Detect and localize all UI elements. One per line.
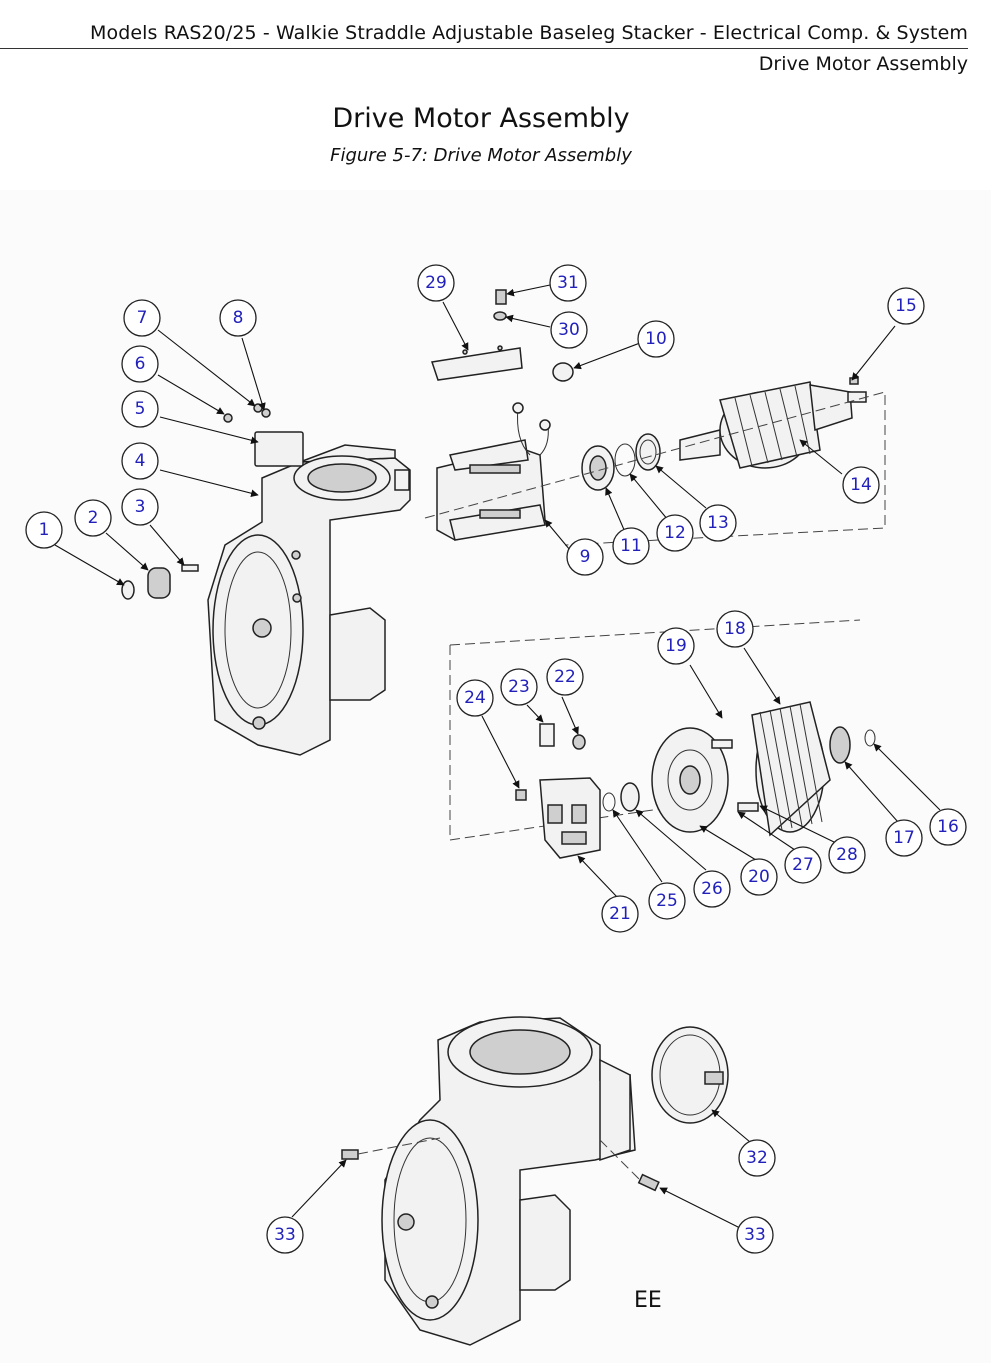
svg-text:5: 5 xyxy=(135,399,146,419)
callout-3: 3 xyxy=(121,488,159,526)
screw-left xyxy=(341,1149,359,1160)
callout-8: 8 xyxy=(219,299,257,337)
svg-text:16: 16 xyxy=(937,817,959,837)
svg-text:32: 32 xyxy=(746,1148,768,1168)
gearbox-housing xyxy=(207,444,411,756)
assembled-drive-unit xyxy=(381,1016,636,1346)
callout-7: 7 xyxy=(123,299,161,337)
header-title: Models RAS20/25 - Walkie Straddle Adjust… xyxy=(90,22,968,44)
figure-caption: Figure 5-7: Drive Motor Assembly xyxy=(330,145,632,166)
svg-text:12: 12 xyxy=(664,523,686,543)
page-title: Drive Motor Assembly xyxy=(332,103,630,134)
assembly-outline-lower xyxy=(449,619,861,841)
svg-text:3: 3 xyxy=(135,497,146,517)
callout-1: 1 xyxy=(25,511,63,549)
svg-text:17: 17 xyxy=(893,828,915,848)
header-divider xyxy=(0,48,968,49)
callout-15: 15 xyxy=(887,287,925,325)
exploded-diagram: 1 2 3 4 5 6 7 8 9 10 11 12 13 14 15 16 1… xyxy=(25,264,967,1346)
svg-text:14: 14 xyxy=(850,475,872,495)
svg-text:11: 11 xyxy=(620,536,642,556)
svg-text:26: 26 xyxy=(701,879,723,899)
svg-text:29: 29 xyxy=(425,273,447,293)
callout-31: 31 xyxy=(549,264,587,302)
callout-21: 21 xyxy=(601,895,639,933)
callout-23: 23 xyxy=(500,668,538,706)
armature xyxy=(679,377,867,469)
callout-16: 16 xyxy=(929,808,967,846)
bearing-rings xyxy=(581,433,661,491)
callout-9: 9 xyxy=(566,538,604,576)
callout-18: 18 xyxy=(716,610,754,648)
callout-28: 28 xyxy=(828,836,866,874)
band-clamp xyxy=(651,1026,729,1124)
header-subtitle: Drive Motor Assembly xyxy=(758,53,968,75)
callout-10: 10 xyxy=(637,320,675,358)
callout-2: 2 xyxy=(74,499,112,537)
callout-17: 17 xyxy=(885,819,923,857)
callout-12: 12 xyxy=(656,514,694,552)
callout-11: 11 xyxy=(612,527,650,565)
svg-text:33: 33 xyxy=(274,1225,296,1245)
callout-29: 29 xyxy=(417,264,455,302)
callout-25: 25 xyxy=(648,882,686,920)
callout-19: 19 xyxy=(657,627,695,665)
svg-text:20: 20 xyxy=(748,867,770,887)
screw-right xyxy=(637,1173,660,1192)
svg-text:1: 1 xyxy=(39,520,50,540)
callout-22: 22 xyxy=(546,658,584,696)
svg-text:33: 33 xyxy=(744,1225,766,1245)
svg-text:24: 24 xyxy=(464,688,486,708)
svg-text:8: 8 xyxy=(233,308,244,328)
callout-32: 32 xyxy=(738,1139,776,1177)
svg-text:27: 27 xyxy=(792,855,814,875)
svg-text:2: 2 xyxy=(88,508,99,528)
callout-20: 20 xyxy=(740,858,778,896)
field-assembly xyxy=(431,289,574,541)
svg-text:22: 22 xyxy=(554,667,576,687)
svg-text:19: 19 xyxy=(665,636,687,656)
svg-text:9: 9 xyxy=(580,547,591,567)
callout-24: 24 xyxy=(456,679,494,717)
view-mark: EE xyxy=(634,1288,662,1313)
svg-text:4: 4 xyxy=(135,451,146,471)
svg-text:7: 7 xyxy=(137,308,148,328)
svg-text:30: 30 xyxy=(558,320,580,340)
callout-33-left: 33 xyxy=(266,1216,304,1254)
svg-text:23: 23 xyxy=(508,677,530,697)
callout-33-right: 33 xyxy=(736,1216,774,1254)
svg-text:6: 6 xyxy=(135,354,146,374)
callout-5: 5 xyxy=(121,390,159,428)
small-parts-left xyxy=(121,403,304,600)
callout-13: 13 xyxy=(699,504,737,542)
svg-text:21: 21 xyxy=(609,904,631,924)
callout-26: 26 xyxy=(693,870,731,908)
install-lines xyxy=(357,1137,641,1181)
leader-lines xyxy=(54,284,941,1229)
callout-27: 27 xyxy=(784,846,822,884)
callout-30: 30 xyxy=(550,311,588,349)
callout-4: 4 xyxy=(121,442,159,480)
svg-text:18: 18 xyxy=(724,619,746,639)
brush-assembly xyxy=(515,701,876,859)
svg-text:28: 28 xyxy=(836,845,858,865)
callout-14: 14 xyxy=(842,466,880,504)
svg-text:31: 31 xyxy=(557,273,579,293)
svg-text:13: 13 xyxy=(707,513,729,533)
figure-panel: 1 2 3 4 5 6 7 8 9 10 11 12 13 14 15 16 1… xyxy=(0,190,991,1363)
svg-text:15: 15 xyxy=(895,296,917,316)
svg-text:10: 10 xyxy=(645,329,667,349)
callout-6: 6 xyxy=(121,345,159,383)
svg-text:25: 25 xyxy=(656,891,678,911)
